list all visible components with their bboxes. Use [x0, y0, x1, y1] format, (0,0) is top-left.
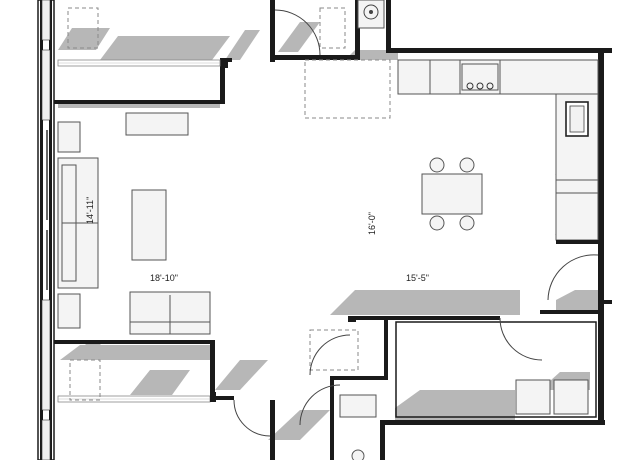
- living-width-label: 18'-10": [150, 273, 178, 283]
- living-furniture: [57, 121, 211, 335]
- kitchen-width-label: 15'-5": [406, 273, 429, 283]
- hall-closet-walls: [270, 0, 601, 119]
- living-depth-label: 14'-11": [85, 197, 95, 224]
- kitchen-counters: [397, 48, 612, 253]
- kitchen-sink: [565, 101, 589, 137]
- bath-walls: [299, 316, 605, 460]
- wash-basin: [357, 0, 385, 29]
- laundry-walls: [388, 253, 612, 425]
- corner-piers: [210, 58, 228, 402]
- exterior-wall-left: [37, 0, 55, 460]
- tv-console: [125, 112, 189, 136]
- cooktop: [461, 63, 499, 91]
- kitchen-depth-label: 16'-0": [367, 212, 377, 235]
- dining-table: [421, 157, 483, 231]
- bedroom-bottom-left-walls: [54, 340, 275, 460]
- wall-shadows: [58, 22, 600, 440]
